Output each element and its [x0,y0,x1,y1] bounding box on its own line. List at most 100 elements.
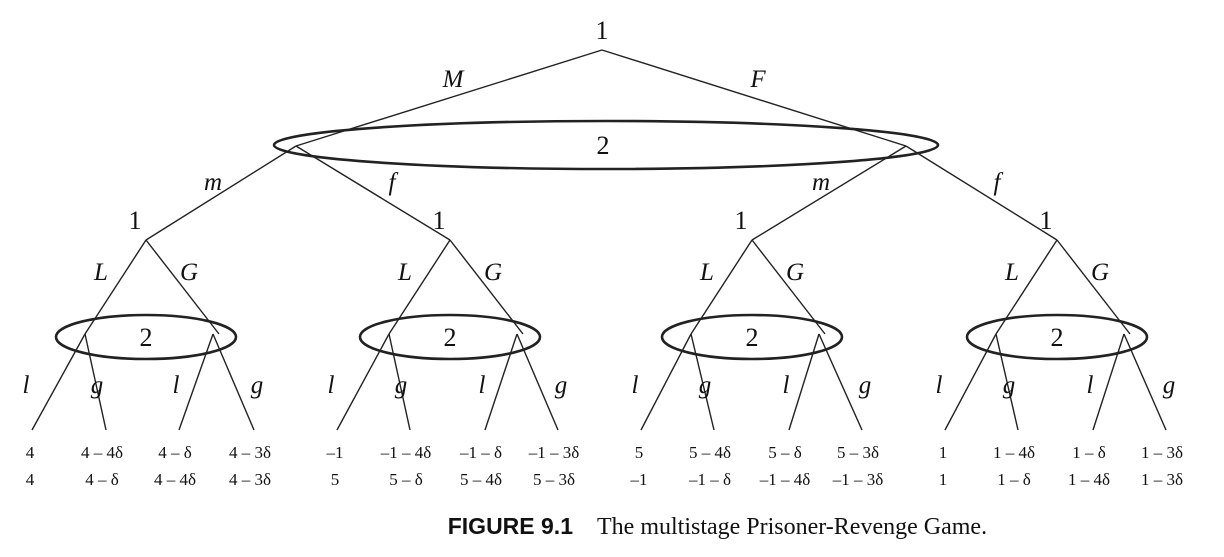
caption-text: The multistage Prisoner-Revenge Game. [597,514,987,540]
edge-leaf-l-1-2 [484,333,518,431]
info-set-label-0: 2 [140,323,153,352]
payoff-p1-15: 1 – 3δ [1141,443,1183,462]
edge-leaf-g-2-3 [818,333,863,431]
leaf-action-label-2-3: g [859,372,872,399]
action-label-L-2: L [699,259,714,286]
info-set-player2-3 [965,313,1149,361]
info-set-player2-main [272,119,940,171]
edge-G-3 [1056,239,1131,335]
info-set-label-1: 2 [444,323,457,352]
payoff-p1-6: –1 – δ [459,443,502,462]
payoff-p1-4: –1 [326,443,344,462]
info-set-player2-label: 2 [597,131,610,160]
action-label-L-0: L [93,259,108,286]
info-set-player2-1 [358,313,542,361]
payoff-p1-2: 4 – δ [158,443,192,462]
edge-leaf-g-3-3 [1123,333,1167,431]
leaf-action-label-0-0: l [23,372,30,399]
payoff-p1-0: 4 [26,443,35,462]
leaf-action-label-3-2: l [1087,372,1094,399]
payoff-p1-8: 5 [635,443,644,462]
action-label-m-2: m [812,169,830,196]
info-set-label-2: 2 [746,323,759,352]
action-label-f-1: f [389,169,399,196]
payoff-p2-13: 1 – δ [997,470,1031,489]
edge-root-F [601,49,907,147]
edge-stage1-3 [905,145,1058,241]
leaf-action-label-3-1: g [1003,372,1016,399]
edge-leaf-g-1-1 [388,333,411,431]
edge-leaf-g-2-1 [690,333,715,431]
payoff-p1-14: 1 – δ [1072,443,1106,462]
payoff-p1-1: 4 – 4δ [81,443,123,462]
payoff-p2-4: 5 [331,470,340,489]
leaf-action-label-2-0: l [632,372,639,399]
edge-G-0 [145,239,220,335]
payoff-p1-9: 5 – 4δ [689,443,731,462]
root-node-label: 1 [596,16,609,45]
leaf-action-label-0-2: l [173,372,180,399]
action-label-M: M [442,66,465,93]
payoff-p2-12: 1 [939,470,948,489]
payoff-p2-14: 1 – 4δ [1068,470,1110,489]
edge-leaf-g-3-1 [995,333,1019,431]
payoff-p1-5: –1 – 4δ [380,443,432,462]
payoff-p1-11: 5 – 3δ [837,443,879,462]
payoff-p1-12: 1 [939,443,948,462]
edge-leaf-l-3-0 [944,333,997,431]
edge-leaf-g-1-3 [516,333,559,431]
leaf-action-label-1-3: g [555,372,568,399]
leaf-action-label-2-1: g [699,372,712,399]
leaf-action-label-0-3: g [251,372,264,399]
edge-G-2 [751,239,826,335]
leaf-action-label-2-2: l [783,372,790,399]
payoff-p2-8: –1 [630,470,648,489]
action-label-f-3: f [994,169,1004,196]
info-set-label-3: 2 [1051,323,1064,352]
action-label-L-3: L [1004,259,1019,286]
info-set-player2-2 [660,313,844,361]
edge-leaf-l-1-0 [336,333,390,431]
leaf-action-label-3-3: g [1163,372,1176,399]
edge-stage1-0 [145,145,297,241]
action-label-m-0: m [204,169,222,196]
leaf-action-label-1-1: g [395,372,408,399]
edge-G-1 [449,239,524,335]
player1-node-label-3: 1 [1040,206,1053,235]
leaf-action-label-1-2: l [479,372,486,399]
payoff-p2-3: 4 – 3δ [229,470,271,489]
info-set-player2-0 [54,313,238,361]
payoff-p2-2: 4 – 4δ [154,470,196,489]
payoff-p2-0: 4 [26,470,35,489]
payoff-p2-5: 5 – δ [389,470,423,489]
payoff-p2-7: 5 – 3δ [533,470,575,489]
payoff-p2-9: –1 – δ [688,470,731,489]
action-label-G-0: G [180,259,198,286]
caption-label: FIGURE 9.1 [448,513,573,539]
payoff-p2-15: 1 – 3δ [1141,470,1183,489]
payoff-p2-6: 5 – 4δ [460,470,502,489]
payoff-table: 444 – 4δ4 – δ4 – δ4 – 4δ4 – 3δ4 – 3δ–15–… [26,443,1183,489]
leaf-action-label-1-0: l [328,372,335,399]
edge-stage1-1 [295,145,451,241]
payoff-p1-3: 4 – 3δ [229,443,271,462]
action-label-G-2: G [786,259,804,286]
action-label-G-1: G [484,259,502,286]
edge-leaf-g-0-3 [212,333,255,431]
edge-leaf-l-3-2 [1092,333,1125,431]
leaf-action-label-3-0: l [936,372,943,399]
leaf-action-label-0-1: g [91,372,104,399]
payoff-p2-10: –1 – 4δ [759,470,811,489]
edge-leaf-l-2-0 [640,333,692,431]
edge-leaf-l-2-2 [788,333,820,431]
figure-caption: FIGURE 9.1 The multistage Prisoner-Reven… [448,513,987,540]
information-sets [54,119,1149,361]
edge-leaf-l-0-2 [178,333,214,431]
edge-leaf-l-0-0 [31,333,86,431]
player1-node-label-0: 1 [129,206,142,235]
player1-node-label-1: 1 [433,206,446,235]
payoff-p1-7: –1 – 3δ [528,443,580,462]
payoff-p1-13: 1 – 4δ [993,443,1035,462]
